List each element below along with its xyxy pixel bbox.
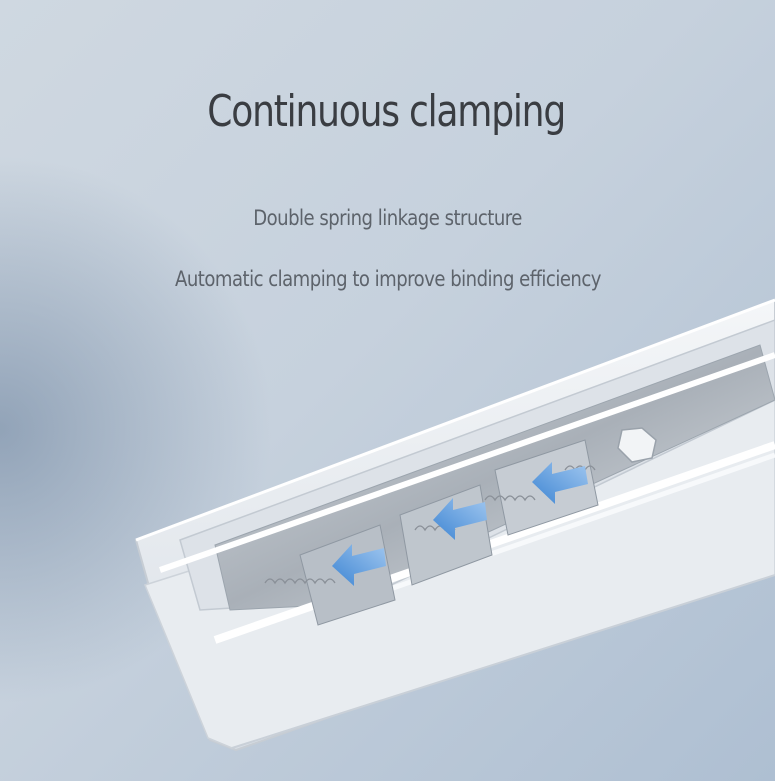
direction-arrows xyxy=(332,462,588,586)
hex-gear xyxy=(617,427,657,463)
arrow-left-3 xyxy=(532,462,588,504)
arrow-left-2 xyxy=(433,498,487,540)
arrow-left-1 xyxy=(332,544,386,586)
page-title: Continuous clamping xyxy=(207,86,566,137)
feature-line-spring: Double spring linkage structure xyxy=(253,206,522,230)
feature-line-efficiency: Automatic clamping to improve binding ef… xyxy=(175,267,601,291)
